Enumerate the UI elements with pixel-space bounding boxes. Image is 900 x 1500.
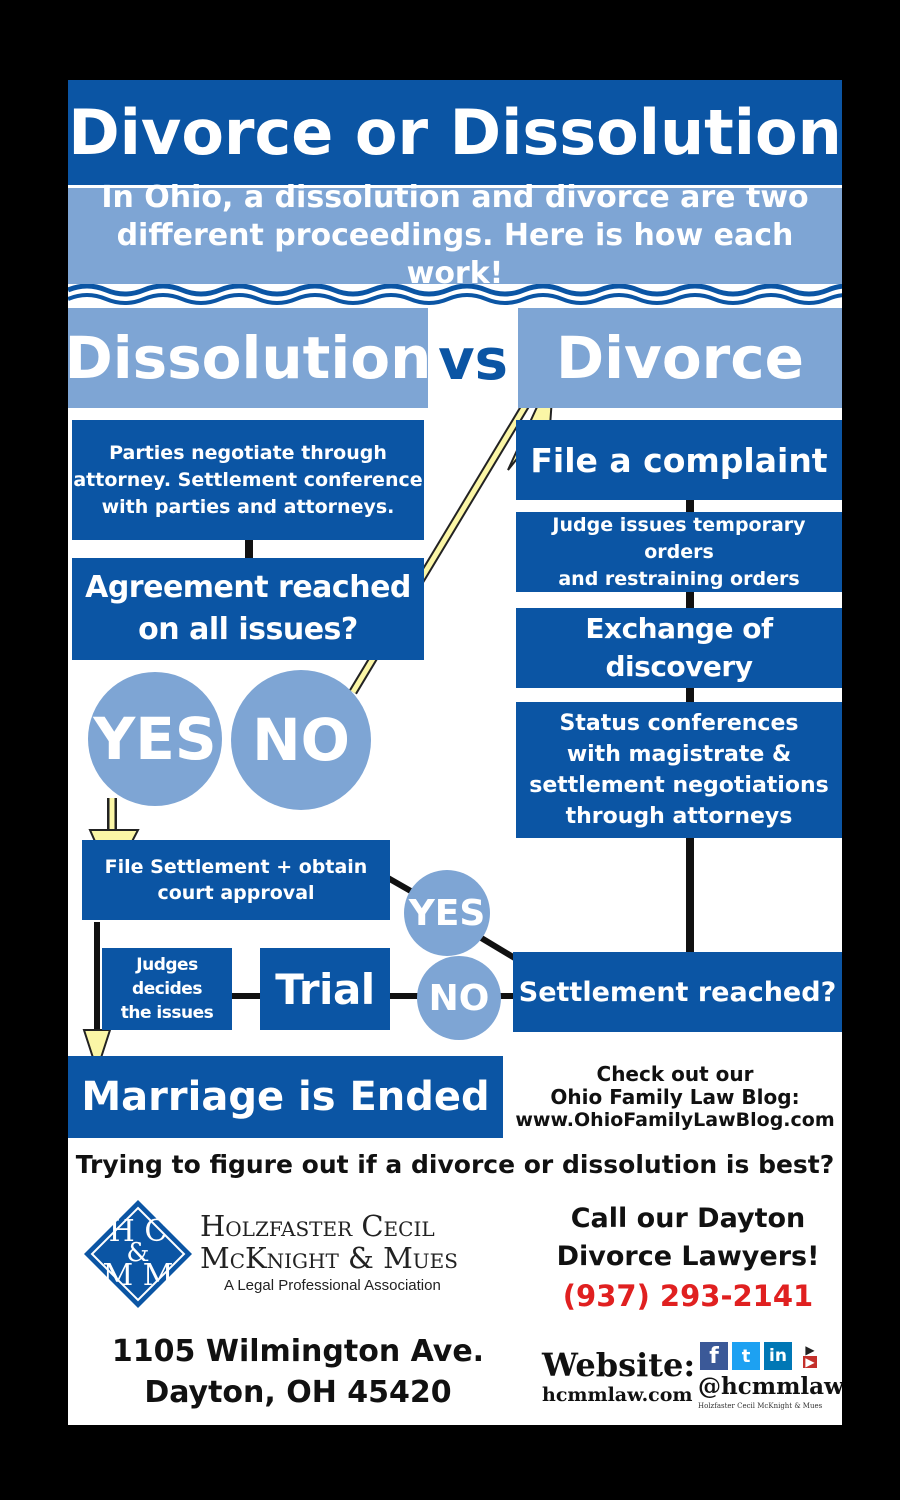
title-banner: Divorce or Dissolution [68,80,842,185]
wave-divider [68,283,842,297]
wave-divider-2 [68,293,842,305]
firm-logo: H C & M M [82,1198,194,1310]
website-block: Website: hcmmlaw.com [542,1346,696,1406]
phone-number[interactable]: (937) 293-2141 [562,1279,814,1313]
file-settlement-box: File Settlement + obtain court approval [82,840,390,920]
firm-logo-diamond-icon [84,1200,192,1308]
temporary-orders-box: Judge issues temporary orders and restra… [516,512,842,592]
youtube-icon[interactable]: ▶▶ [796,1342,824,1370]
marriage-ended-box: Marriage is Ended [68,1056,503,1138]
exchange-discovery-box: Exchange of discovery [516,608,842,688]
page-title: Divorce or Dissolution [68,96,842,169]
subtitle-line-1: In Ohio, a dissolution and divorce are t… [101,180,809,215]
social-block: f t in ▶▶ @hcmmlaw Holzfaster Cecil McKn… [698,1342,842,1410]
dissolution-negotiate-box: Parties negotiate through attorney. Sett… [72,420,424,540]
dissolution-heading: Dissolution [68,308,431,408]
infographic-card: Divorce or Dissolution In Ohio, a dissol… [68,80,842,1425]
file-complaint-box: File a complaint [516,420,842,500]
settlement-question-box: Settlement reached? [513,952,842,1032]
divorce-heading: Divorce [518,308,842,408]
agreement-question-box: Agreement reached on all issues? [72,558,424,660]
vs-label: vs [438,327,508,393]
question-banner: Trying to figure out if a divorce or dis… [75,1149,835,1179]
settlement-yes-circle: YES [404,870,490,956]
settlement-no-circle: NO [417,956,501,1040]
judge-decides-box: Judges decides the issues [102,948,232,1030]
blog-link[interactable]: www.OhioFamilyLawBlog.com [515,1108,835,1131]
contact-callout: Call our Dayton Divorce Lawyers! (937) 2… [538,1198,838,1318]
facebook-icon[interactable]: f [700,1342,728,1370]
agreement-no-circle: NO [231,670,371,810]
trial-box: Trial [260,948,390,1030]
twitter-icon[interactable]: t [732,1342,760,1370]
address-block: 1105 Wilmington Ave. Dayton, OH 45420 [111,1334,485,1410]
subtitle-banner: In Ohio, a dissolution and divorce are t… [68,180,842,291]
status-conferences-box: Status conferences with magistrate & set… [516,702,842,838]
subtitle-line-2: different proceedings. Here is how each … [116,218,794,291]
agreement-yes-circle: YES [88,672,222,806]
social-handle[interactable]: @hcmmlaw [698,1373,842,1400]
firm-name: Holzfaster Cecil McKnight & Mues A Legal… [200,1209,458,1294]
blog-callout: Check out our Ohio Family Law Blog: www.… [515,1061,835,1131]
website-link[interactable]: hcmmlaw.com [542,1384,693,1406]
linkedin-icon[interactable]: in [764,1342,792,1370]
